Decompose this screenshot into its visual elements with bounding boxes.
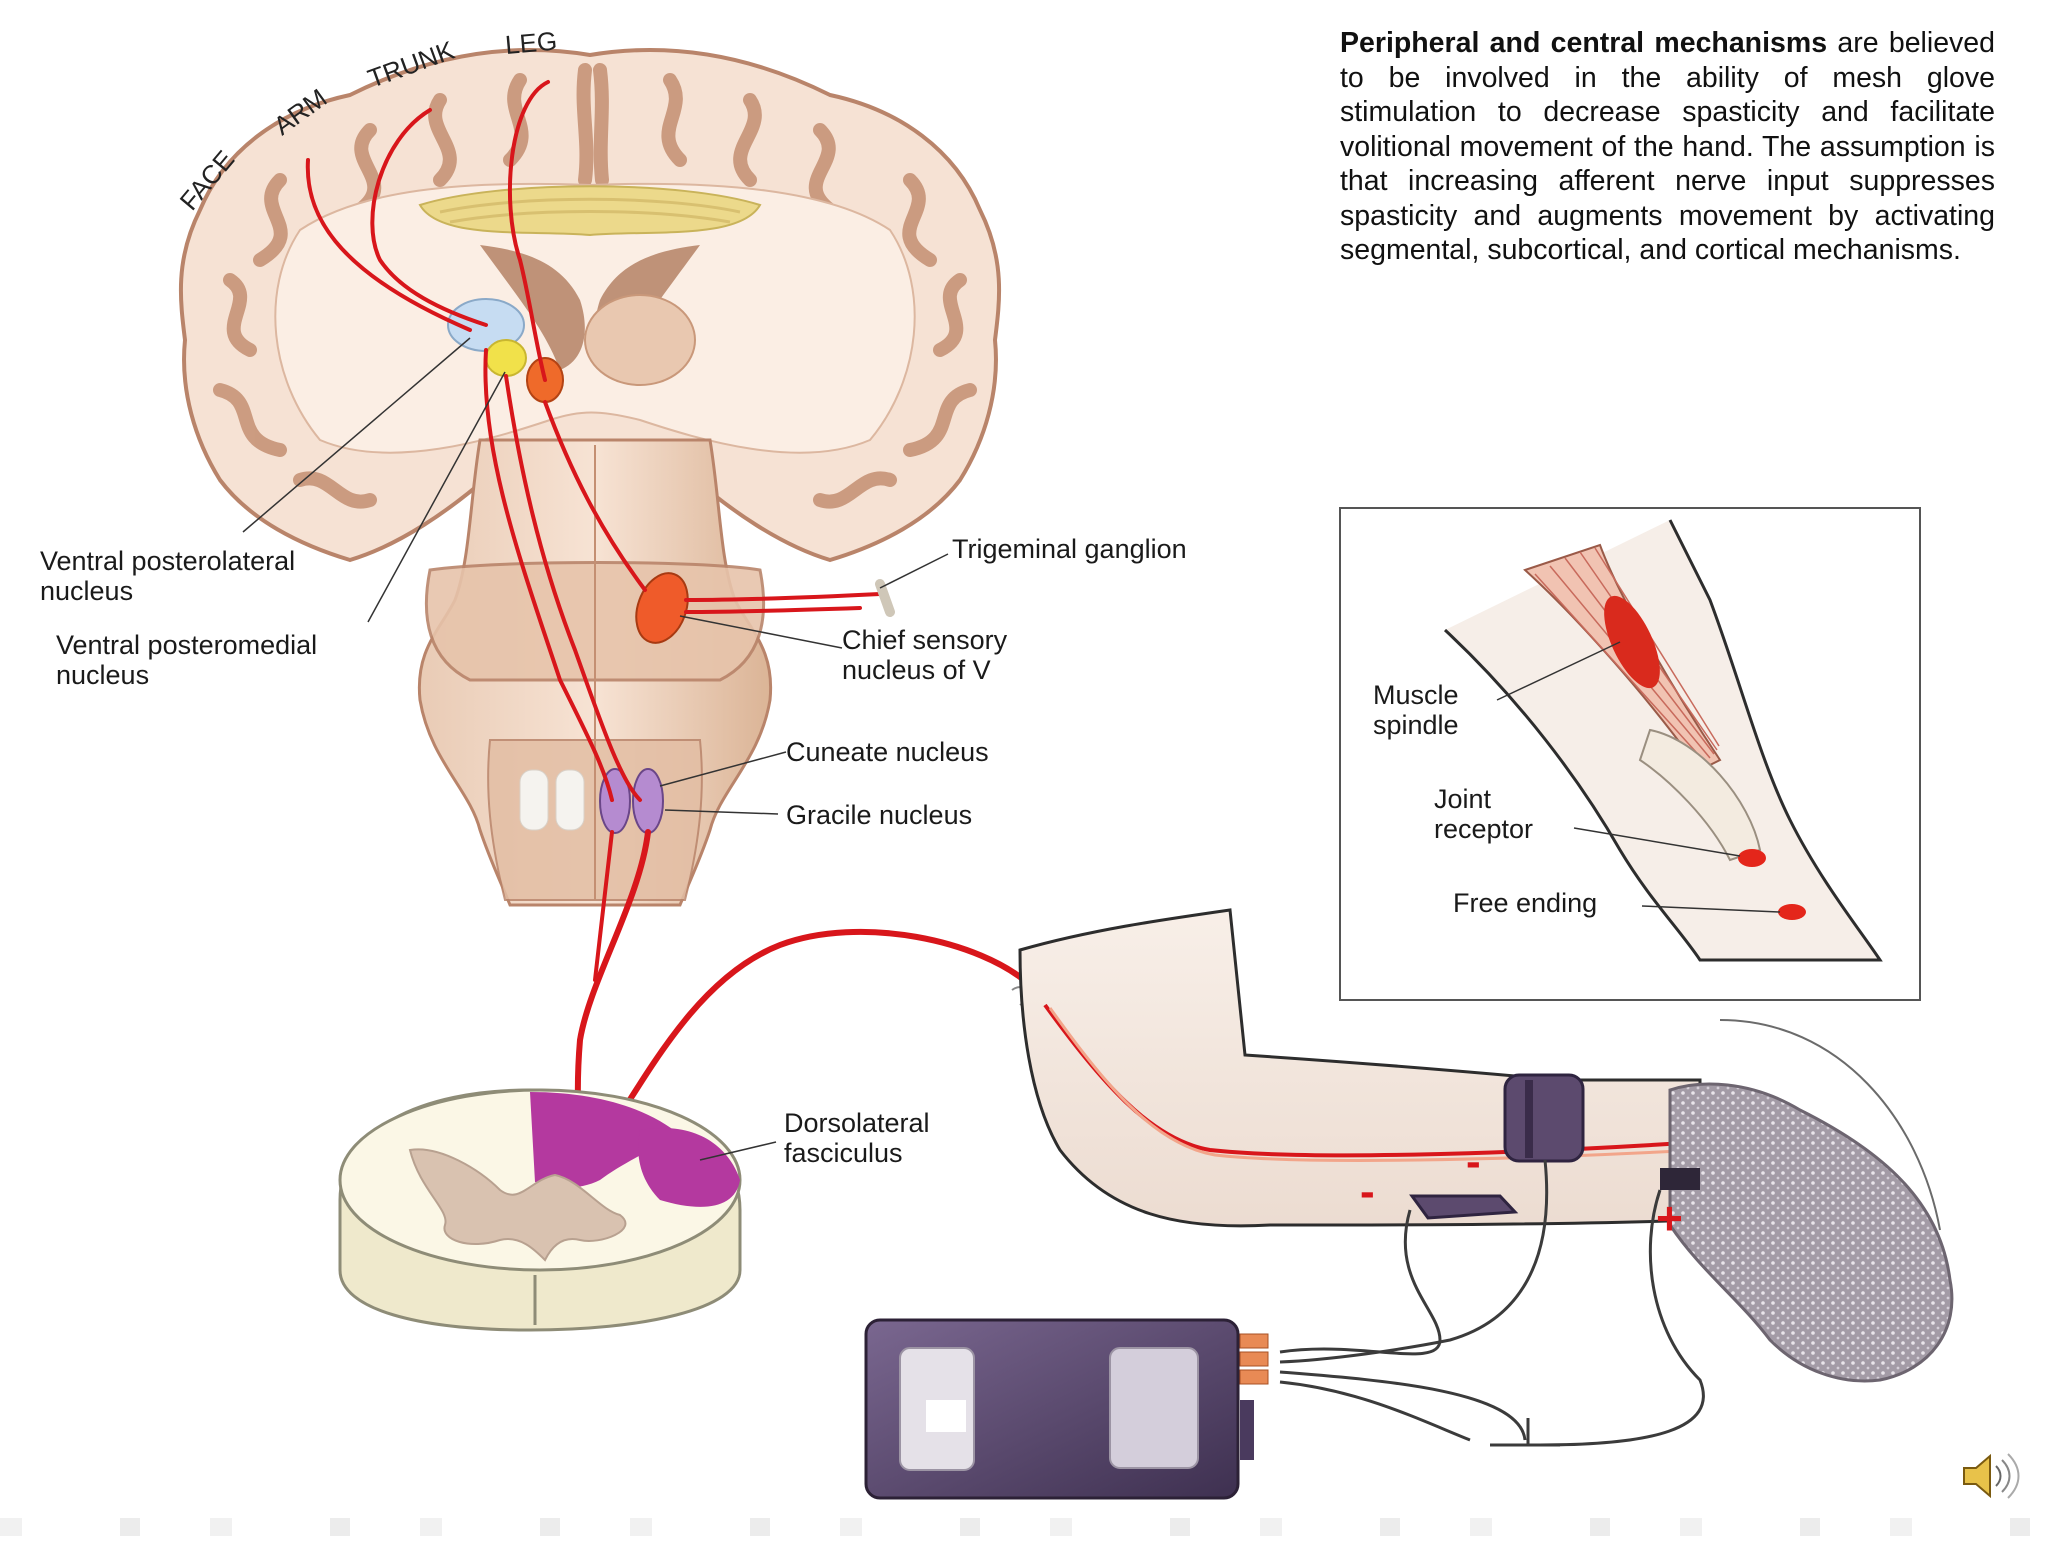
brainstem [417, 438, 773, 907]
free-ending-shape [1778, 904, 1806, 920]
label-vpm-line2: nucleus [56, 660, 150, 690]
label-spindle-line1: Muscle [1373, 680, 1459, 710]
mesh-glove [1668, 1082, 1954, 1383]
description-block: Peripheral and central mechanisms are be… [1340, 26, 1995, 268]
label-dorsolateral-line1: Dorsolateral [784, 1108, 930, 1138]
slide-bottom-strip [0, 1518, 2048, 1536]
muscle-spindle-shape [1604, 595, 1660, 689]
brain-section [178, 48, 1002, 563]
label-joint-line1: Joint [1434, 784, 1492, 814]
lower-electrode [1409, 1194, 1519, 1220]
label-chief-sensory: Chief sensory nucleus of V [842, 625, 1007, 685]
label-dorsolateral-line2: fasciculus [784, 1138, 903, 1168]
plus-sign: + [1656, 1192, 1683, 1244]
sensory-pathways [305, 80, 1033, 1171]
label-chief-line1: Chief sensory [842, 625, 1008, 655]
label-cuneate-nucleus: Cuneate nucleus [786, 737, 989, 767]
label-trigeminal-ganglion: Trigeminal ganglion [952, 534, 1187, 564]
speaker-icon[interactable] [1960, 1448, 2020, 1504]
label-leg: LEG [504, 26, 558, 60]
label-vpl: Ventral posterolateral nucleus [40, 546, 295, 606]
dorsal-column-purple [530, 1092, 680, 1188]
minus-sign-2: - [1466, 1137, 1481, 1186]
lateral-ventricles [480, 245, 700, 370]
minus-sign-1: - [1360, 1167, 1375, 1216]
label-free-ending: Free ending [1453, 888, 1598, 918]
receptor-inset [1339, 507, 1921, 1001]
dorsolateral-fasciculus-shape [638, 1128, 740, 1207]
vpm-nucleus [485, 339, 527, 377]
label-dorsolateral-fasciculus: Dorsolateral fasciculus [784, 1108, 930, 1168]
stimulator-unit [864, 1318, 1269, 1500]
grey-matter [408, 1148, 627, 1262]
leader-lines [242, 337, 949, 1161]
electrode-wires [1279, 1159, 1705, 1447]
label-joint-receptor: Joint receptor [1434, 784, 1533, 844]
gracile-nucleus-shape [632, 768, 664, 834]
description-heading: Peripheral and central mechanisms [1340, 27, 1828, 59]
upper-electrode [1503, 1073, 1585, 1163]
label-gracile-nucleus: Gracile nucleus [786, 800, 973, 830]
label-chief-line2: nucleus of V [842, 655, 991, 685]
description-body: are believed to be involved in the abili… [1340, 27, 1996, 266]
spinal-cord [338, 1088, 742, 1332]
label-joint-line2: receptor [1434, 814, 1534, 844]
wrist-electrode [1660, 1168, 1700, 1190]
label-vpl-line1: Ventral posterolateral [40, 546, 296, 576]
label-spindle-line2: spindle [1373, 710, 1459, 740]
label-vpl-line2: nucleus [40, 576, 134, 606]
label-vpm-line1: Ventral posteromedial [56, 630, 318, 660]
label-muscle-spindle: Muscle spindle [1373, 680, 1459, 740]
label-vpm: Ventral posteromedial nucleus [56, 630, 317, 690]
joint-receptor-shape [1738, 849, 1766, 867]
